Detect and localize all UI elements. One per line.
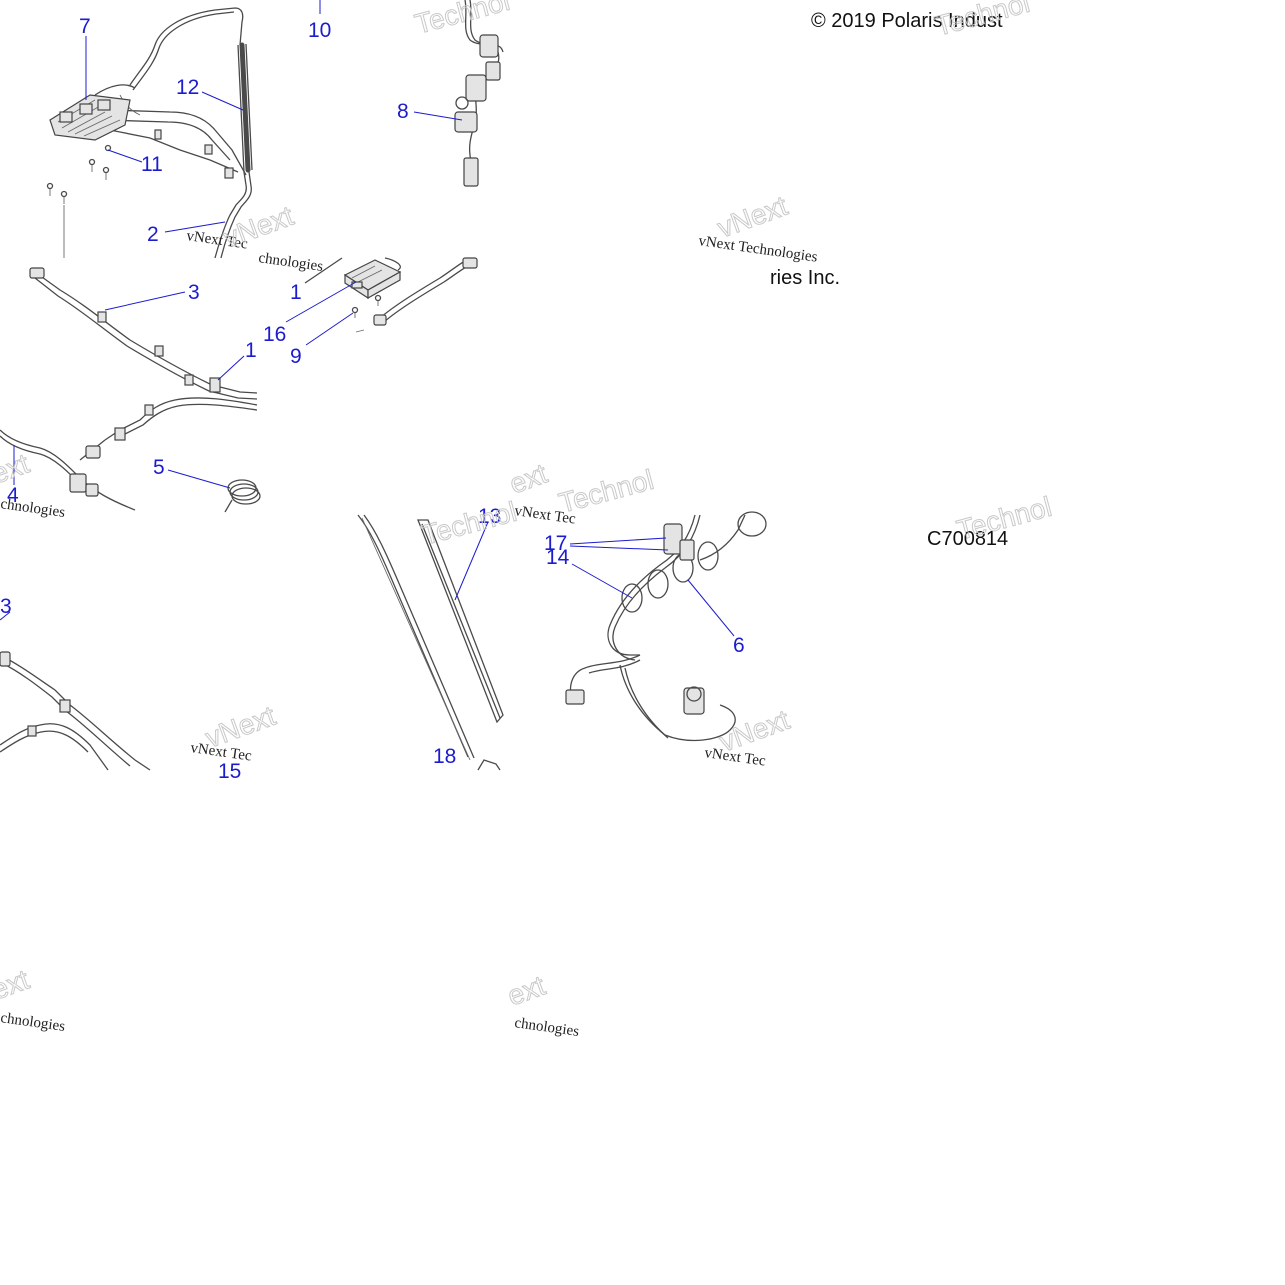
copyright-line-2: ries Inc. xyxy=(770,267,840,289)
diagram-code: C700814 xyxy=(927,528,1008,550)
watermark-big-tile13: ext xyxy=(503,970,549,1012)
callout-3-a: 3 xyxy=(188,281,200,304)
upper-harness-loop xyxy=(129,7,244,86)
strip-13 xyxy=(417,519,504,724)
watermark-tile6: chnologies xyxy=(257,250,324,275)
callout-2: 2 xyxy=(147,223,159,246)
callout-17: 17 xyxy=(544,532,567,555)
watermark-big-tile9: Technol xyxy=(419,496,520,551)
watermark-tile5: chnologies xyxy=(0,496,66,521)
watermark-big-tile1: vNext xyxy=(219,200,297,254)
watermark-big-tile7b: Technol xyxy=(556,464,657,519)
panel-lower-center: 13 18 Technol xyxy=(357,495,520,771)
callout-1-a: 1 xyxy=(290,281,302,304)
callout-16: 16 xyxy=(263,323,286,346)
callout-15: 15 xyxy=(218,760,241,783)
tube-12 xyxy=(239,42,251,173)
callout-13: 13 xyxy=(478,505,501,528)
watermark-big-tile7: ext xyxy=(505,458,551,500)
module-16 xyxy=(343,257,402,300)
watermark-big-tile4: vNext xyxy=(713,190,791,244)
callout-5: 5 xyxy=(153,456,165,479)
leaders-top-left xyxy=(85,0,321,233)
panel-top-right: © 2019 Polaris Indust Technol ries Inc. … xyxy=(697,0,1033,289)
panel-lower-left: 3 15 vNext Tec vNext xyxy=(0,595,280,783)
panel-code: C700814 Technol xyxy=(927,490,1055,550)
watermark-big-tile10: vNext xyxy=(715,704,793,758)
callout-4: 4 xyxy=(7,484,19,507)
callout-14: 14 xyxy=(546,546,570,569)
panel-top-left: 7 10 12 11 2 vNext Tec vNext xyxy=(46,0,331,259)
panel-middle-left: 3 1 5 4 chnologies ext xyxy=(0,267,261,521)
watermark-big-tile8: vNext xyxy=(201,700,279,754)
watermark-big-tile3: Technol xyxy=(932,0,1033,42)
callout-9: 9 xyxy=(290,345,302,368)
callout-12: 12 xyxy=(176,76,199,99)
watermark-tile13: chnologies xyxy=(513,1015,580,1040)
fuse-block-7 xyxy=(49,94,131,141)
copyright-line-1: © 2019 Polaris Indust xyxy=(811,10,1003,32)
callout-1-b: 1 xyxy=(245,339,257,362)
panel-top-center: 8 Technol xyxy=(397,0,513,187)
callout-10: 10 xyxy=(308,19,331,42)
panel-middle-center: 1 16 9 chnologies vNext Tec ext Technol xyxy=(257,250,657,527)
watermark-tile12: chnologies xyxy=(0,1010,66,1035)
harness-3 xyxy=(34,271,258,394)
strip-18 xyxy=(357,514,469,758)
callout-8: 8 xyxy=(397,100,409,123)
callout-6: 6 xyxy=(733,634,745,657)
callout-3-b: 3 xyxy=(0,595,12,618)
watermark-big-tile12: ext xyxy=(0,964,33,1006)
callout-7: 7 xyxy=(79,15,91,38)
panel-lower-right: 17 14 6 vNext Tec vNext xyxy=(544,511,794,770)
callout-11: 11 xyxy=(141,153,163,176)
stray-watermarks: ext chnologies ext chnologies xyxy=(0,963,580,1040)
watermark-tile4: vNext Technologies xyxy=(697,233,818,266)
fasteners-11 xyxy=(46,144,112,258)
watermark-big-tile2: Technol xyxy=(412,0,513,40)
callout-18: 18 xyxy=(433,745,456,768)
coil-5 xyxy=(224,479,261,513)
